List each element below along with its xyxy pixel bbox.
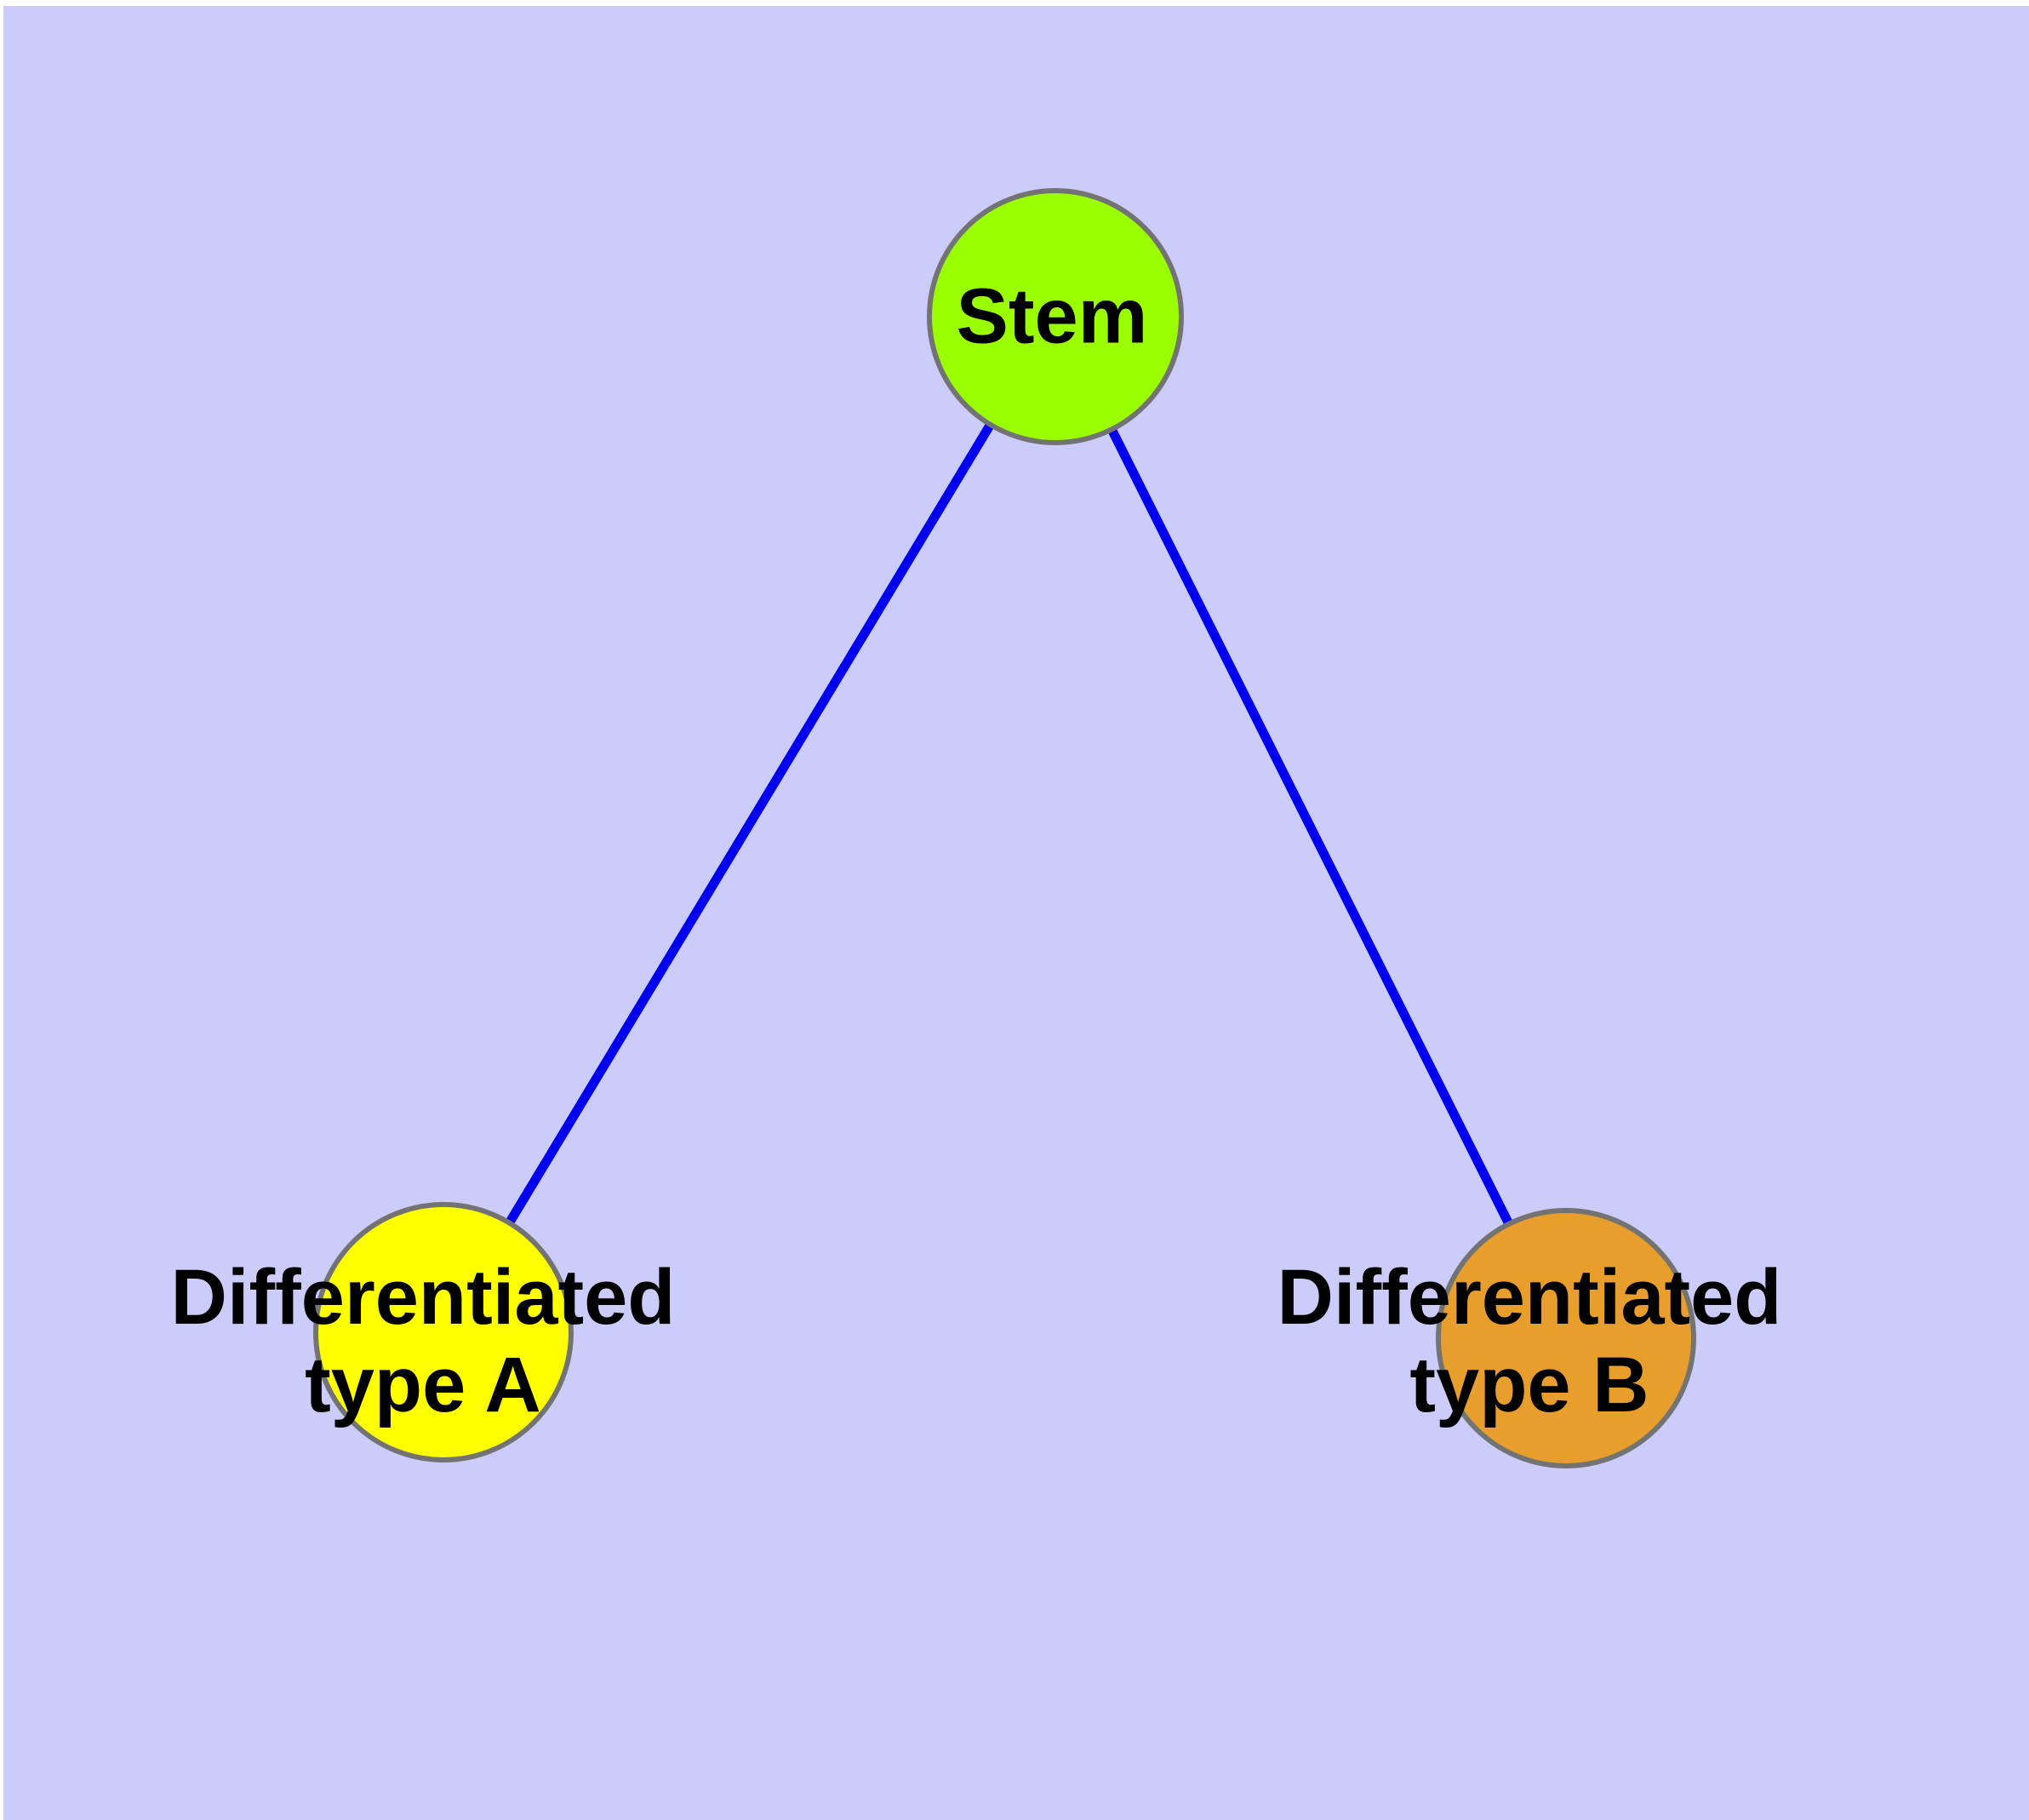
node-layer	[313, 188, 1696, 1468]
edge-stem-to-differentiated-type-b[interactable]	[1108, 428, 1512, 1225]
node-stem[interactable]	[927, 188, 1184, 445]
edge-stem-to-differentiated-type-a[interactable]	[506, 423, 994, 1224]
node-differentiated-type-a[interactable]	[313, 1202, 574, 1462]
node-differentiated-type-b[interactable]	[1436, 1208, 1696, 1468]
edge-layer	[506, 423, 1512, 1225]
